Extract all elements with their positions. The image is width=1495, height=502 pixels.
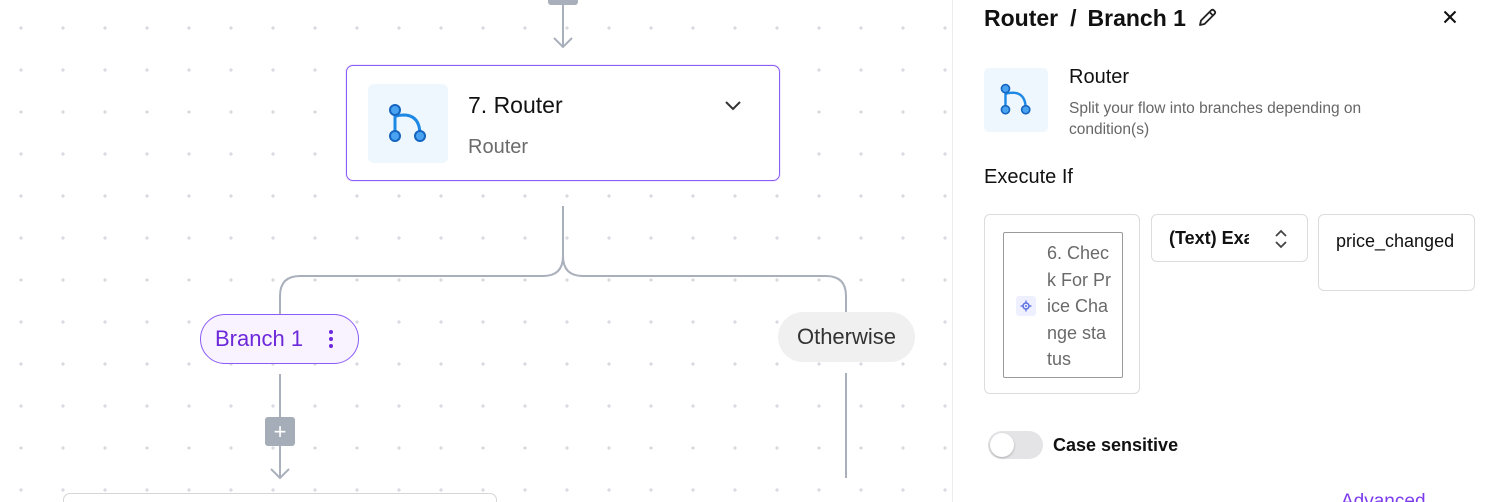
advanced-link[interactable]: Advanced [1341, 491, 1426, 502]
more-vertical-icon[interactable] [324, 327, 338, 351]
execute-if-label: Execute If [984, 166, 1073, 188]
plus-icon: + [273, 418, 287, 444]
close-icon[interactable] [1439, 6, 1461, 28]
operator-select[interactable]: (Text) Exactly matches [1151, 214, 1308, 262]
operator-selected-value: (Text) Exactly matches [1169, 227, 1249, 248]
pencil-icon[interactable] [1196, 7, 1218, 29]
chevron-up-down-icon [1273, 229, 1289, 249]
second-value-text: price_changed [1336, 231, 1455, 251]
flow-canvas[interactable]: 7. Router Router Branch 1 Otherwise + [0, 0, 952, 502]
router-branch-icon [984, 68, 1048, 132]
step-settings-panel: Router / Branch 1 Router Split your flow… [952, 0, 1495, 502]
breadcrumb-parent[interactable]: Router [984, 4, 1059, 31]
breadcrumb: Router / Branch 1 [984, 3, 1218, 33]
step-reference-label: 6. Check For Price Change status [1047, 243, 1112, 370]
case-sensitive-label: Case sensitive [1053, 434, 1179, 455]
next-step-node[interactable] [63, 493, 497, 502]
step-reference-chip[interactable]: 6. Check For Price Change status [1003, 232, 1123, 378]
chevron-down-icon[interactable] [722, 95, 744, 117]
step-name: Router [1069, 66, 1130, 88]
otherwise-label: Otherwise [796, 324, 897, 349]
gear-icon [1016, 296, 1036, 316]
incoming-connector-handle [548, 0, 578, 5]
second-value-field[interactable]: price_changed [1318, 214, 1475, 291]
breadcrumb-separator: / [1070, 4, 1077, 31]
step-description: Split your flow into branches depending … [1069, 100, 1362, 138]
case-sensitive-row: Case sensitive [988, 431, 1178, 459]
first-value-field[interactable]: 6. Check For Price Change status [984, 214, 1140, 394]
breadcrumb-current: Branch 1 [1087, 4, 1186, 31]
router-node-subtitle: Router [468, 136, 529, 158]
add-step-button[interactable]: + [265, 417, 295, 446]
toggle-knob [990, 433, 1014, 457]
router-branch-icon [368, 84, 448, 163]
router-step-node[interactable]: 7. Router Router [346, 65, 780, 181]
branch-1-label: Branch 1 [215, 326, 304, 351]
case-sensitive-toggle[interactable] [988, 431, 1043, 459]
router-node-title: 7. Router [468, 92, 563, 118]
branch-1-pill[interactable]: Branch 1 [200, 314, 359, 364]
otherwise-branch-pill[interactable]: Otherwise [778, 312, 915, 362]
